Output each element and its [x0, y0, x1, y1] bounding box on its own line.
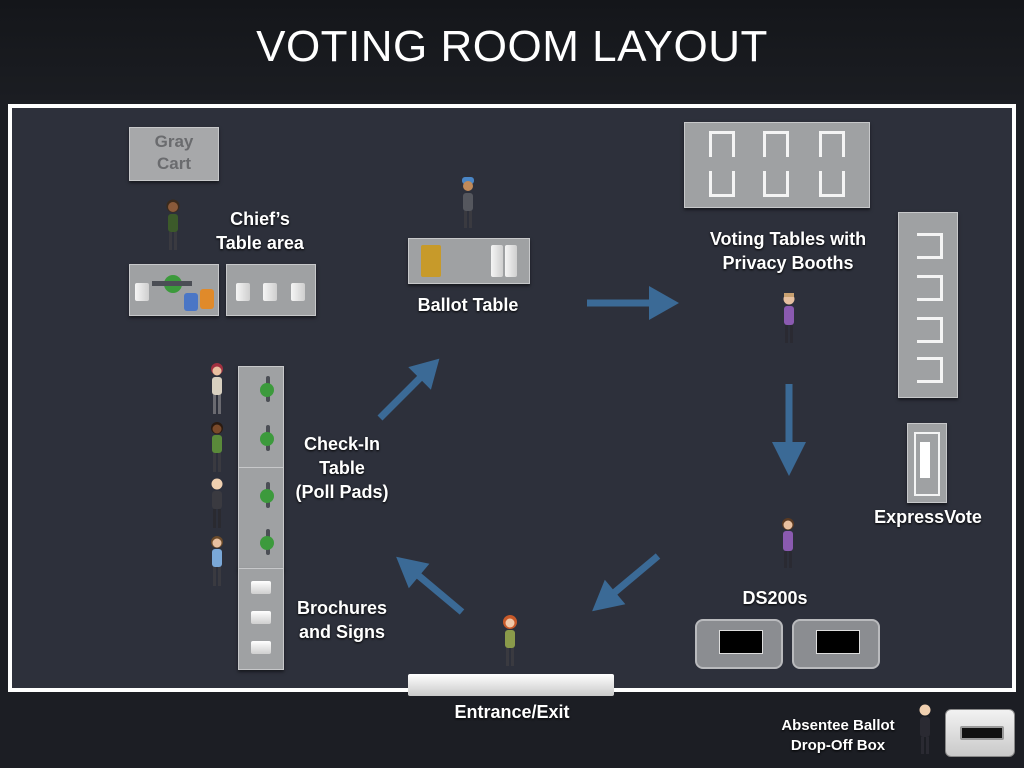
greeter-poll-worker-person-icon: [503, 615, 517, 666]
ballot-stack: [505, 245, 517, 277]
check-in-worker-person-icon: [211, 536, 223, 586]
brochure-icon: [251, 581, 271, 594]
paper-stack: [135, 283, 149, 301]
ballot-stack: [491, 245, 503, 277]
arrow-icon: [587, 286, 679, 320]
ballot-table-label: Ballot Table: [417, 295, 519, 315]
voting-tables-label: Voting Tables with Privacy Booths: [709, 229, 867, 273]
ballot-table-poll-worker-person-icon: [462, 177, 474, 228]
expressvote-screen: [920, 442, 930, 478]
expressvote-label: ExpressVote: [874, 507, 982, 527]
brochure-icon: [251, 611, 271, 624]
supply-bin-blue: [184, 293, 198, 311]
check-in-worker-person-icon: [211, 478, 223, 528]
check-in-label: Check-In Table (Poll Pads): [295, 434, 389, 502]
chief-table-left: [129, 264, 219, 316]
absentee-label: Absentee Ballot Drop-Off Box: [781, 717, 895, 754]
chief-table-right: [226, 264, 316, 316]
supply-bin-orange: [200, 289, 214, 309]
brochure-icon: [251, 641, 271, 654]
table-divider: [239, 467, 283, 468]
privacy-booth: [709, 131, 735, 157]
absentee-drop-box: [945, 709, 1015, 757]
gray-cart: Gray Cart: [129, 127, 219, 181]
scanner-screen: [816, 630, 860, 654]
check-in-worker-person-icon: [211, 363, 223, 414]
brochures-table: [238, 568, 284, 670]
gray-cart-label: Gray Cart: [154, 132, 194, 173]
poll-pad-icon: [260, 432, 274, 446]
chief-poll-worker-person-icon: [166, 199, 180, 250]
poll-pad-icon: [260, 536, 274, 550]
ballot-box-icon: [421, 245, 441, 277]
ballot-table: [408, 238, 530, 284]
check-in-worker-person-icon: [211, 422, 223, 472]
privacy-booth: [917, 357, 943, 383]
voting-table-side: [898, 212, 958, 398]
privacy-booth: [819, 171, 845, 197]
page-title: VOTING ROOM LAYOUT: [256, 22, 768, 71]
arrow-icon: [592, 553, 661, 612]
privacy-booth: [917, 275, 943, 301]
privacy-booth: [709, 171, 735, 197]
privacy-booth: [819, 131, 845, 157]
scanner-screen: [719, 630, 763, 654]
arrow-icon: [377, 358, 440, 421]
entrance-exit-door: [408, 674, 614, 696]
absentee-worker-person-icon: [919, 704, 931, 754]
voting-table-top: [684, 122, 870, 208]
privacy-booth: [763, 131, 789, 157]
arrow-icon: [772, 384, 806, 476]
paper-stack: [236, 283, 250, 301]
brochures-label: Brochures and Signs: [296, 598, 388, 642]
arrow-icon: [396, 556, 465, 615]
paper-stack: [263, 283, 277, 301]
entrance-label: Entrance/Exit: [454, 702, 570, 722]
pen-icon: [152, 281, 192, 286]
ds200-scanner: [695, 619, 783, 669]
voter-person-icon: [783, 293, 795, 343]
poll-pad-icon: [260, 489, 274, 503]
ds200s-label: DS200s: [742, 588, 808, 608]
poll-pad-icon: [260, 383, 274, 397]
title-bar: VOTING ROOM LAYOUT: [0, 0, 1024, 100]
privacy-booth: [917, 317, 943, 343]
privacy-booth: [763, 171, 789, 197]
ds200-poll-worker-person-icon: [782, 518, 794, 568]
ds200-scanner: [792, 619, 880, 669]
expressvote-booth-outline: [914, 432, 940, 496]
expressvote-machine: [907, 423, 947, 503]
paper-stack: [291, 283, 305, 301]
drop-slot: [960, 726, 1004, 740]
chief-table-label: Chief’s Table area: [216, 209, 304, 253]
check-in-table: [238, 366, 284, 570]
privacy-booth: [917, 233, 943, 259]
